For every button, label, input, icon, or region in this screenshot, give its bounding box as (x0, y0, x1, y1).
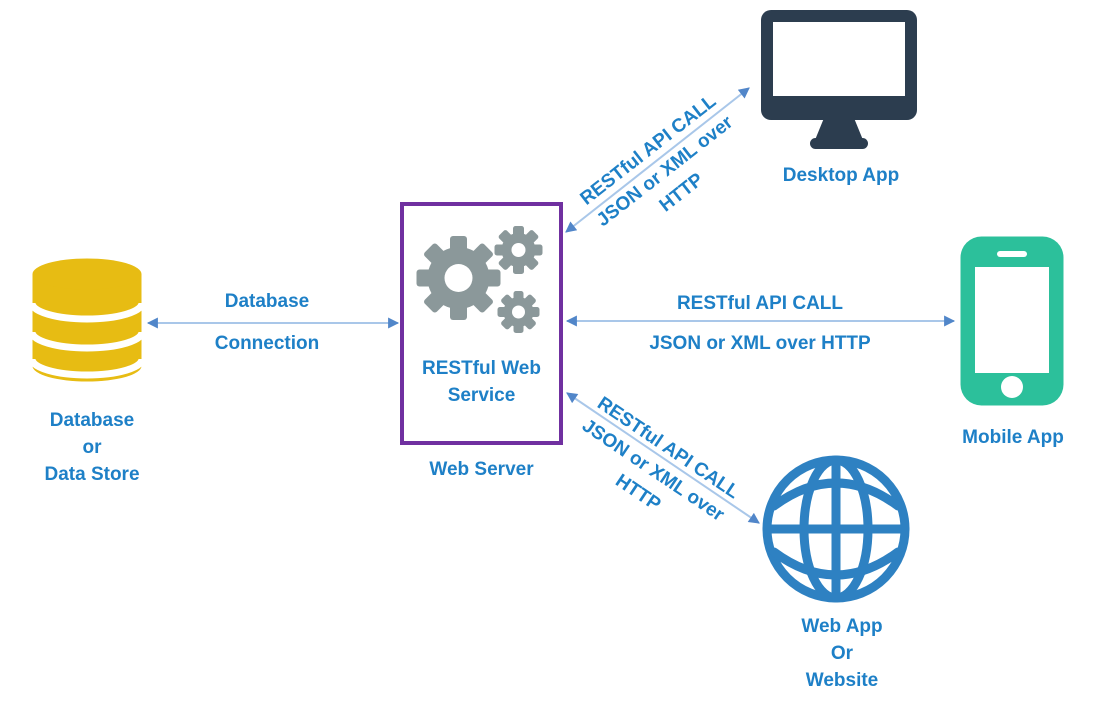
web-label: Web App Or Website (742, 613, 942, 694)
web-server-box: RESTful Web Service (400, 202, 563, 445)
desktop-label: Desktop App (782, 165, 900, 186)
web-server-box-label-line: RESTful (422, 358, 496, 379)
gears-icon (416, 226, 542, 333)
web-label-line: Or (830, 643, 854, 664)
globe-icon (762, 455, 910, 603)
arrow-server-desktop (565, 87, 750, 233)
web-server-box-label: RESTful Web Service (404, 355, 559, 409)
connection-label-line: Database (224, 291, 310, 312)
web-server-box-label-line: Web (501, 358, 541, 379)
mobile-link-label: RESTful API CALL JSON or XML over HTTP (610, 292, 910, 356)
web-server-caption: Web Server (429, 459, 534, 480)
mobile-label: Mobile App (962, 427, 1064, 448)
database-cylinder-icon (32, 258, 142, 382)
database-connection-label: Database Connection (157, 290, 377, 356)
mobile-phone-icon (960, 236, 1064, 406)
connection-label-line: JSON or XML over HTTP (649, 333, 871, 354)
web-server-box-label-line: Service (447, 385, 516, 406)
database-label-line: Data Store (44, 464, 140, 485)
connection-label-line: Connection (214, 333, 320, 354)
web-label-line: Website (805, 670, 879, 691)
connection-label-line: RESTful API CALL (676, 293, 844, 314)
desktop-monitor-icon (761, 10, 917, 149)
database-label-line: or (82, 437, 102, 458)
database-label: Database or Data Store (12, 407, 172, 488)
web-label-line: Web App (801, 616, 883, 637)
database-label-line: Database (49, 410, 135, 431)
arrow-server-web (566, 392, 760, 524)
